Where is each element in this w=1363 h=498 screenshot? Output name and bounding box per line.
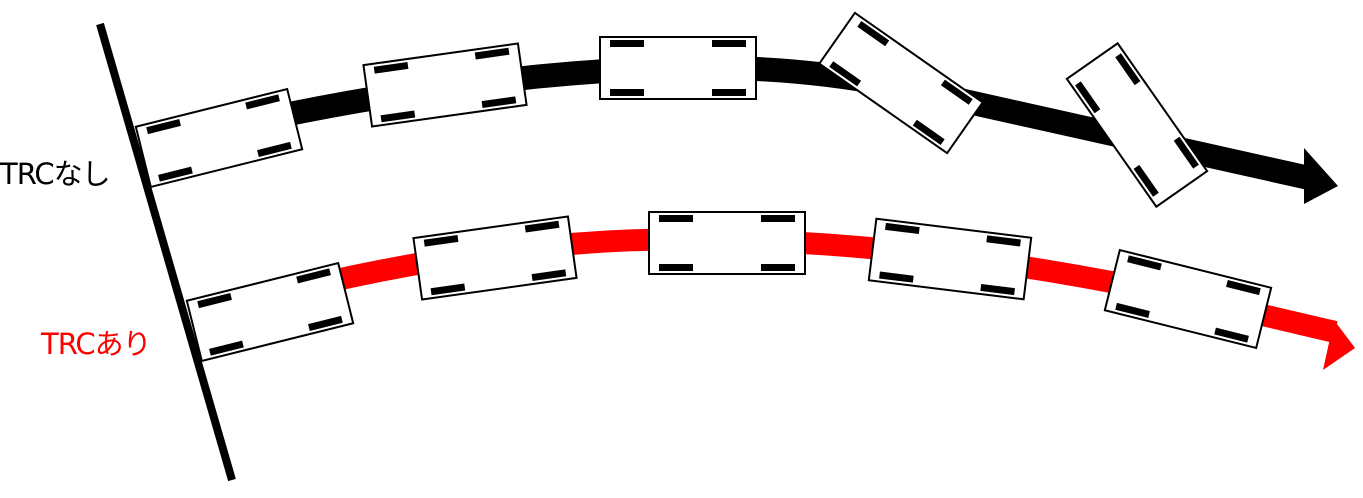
label-with-trc: TRCあり (41, 327, 152, 361)
car-top-view-icon (412, 215, 578, 301)
car-top-view-icon (1103, 249, 1273, 349)
arrowhead-icon (1304, 148, 1338, 204)
car-top-view-icon (867, 217, 1033, 301)
label-without-trc: TRCなし (0, 157, 111, 191)
car-top-view-icon (185, 262, 355, 362)
car-top-view-icon (362, 42, 528, 128)
car-top-view-icon (599, 36, 757, 100)
car-top-view-icon (134, 88, 304, 188)
car-top-view-icon (648, 211, 806, 275)
arrowhead-icon (1323, 320, 1355, 370)
start-line (96, 22, 236, 482)
